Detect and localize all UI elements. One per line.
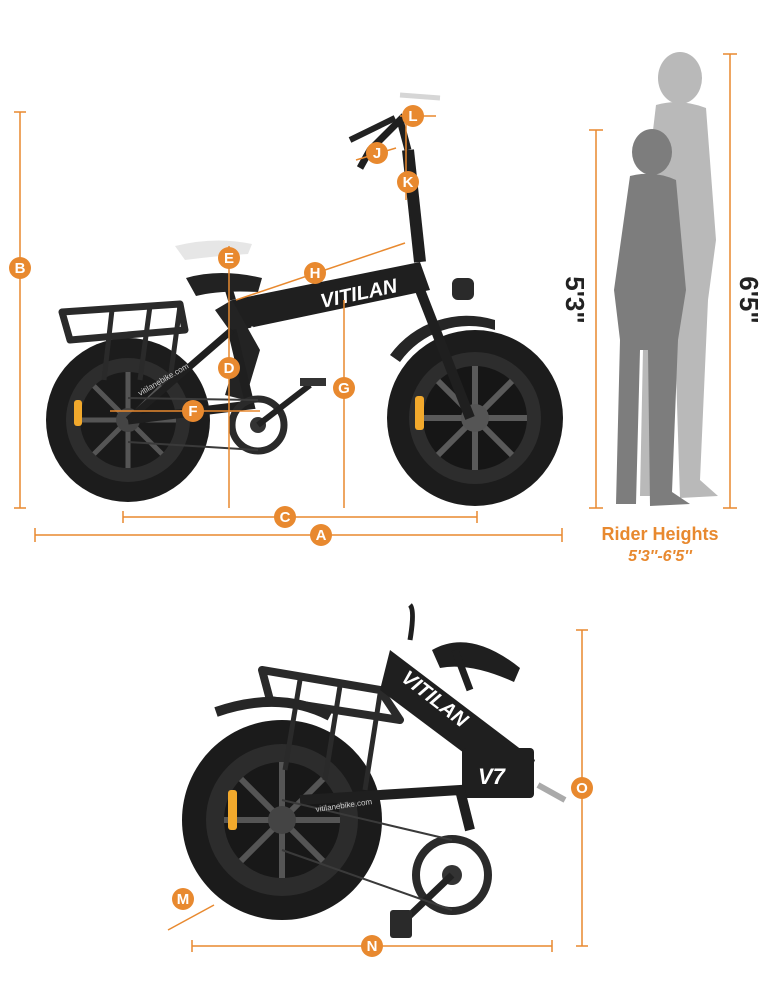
rear-rack xyxy=(58,300,189,381)
label-m-text: M xyxy=(177,891,190,908)
label-g: G xyxy=(333,377,355,399)
label-o-text: O xyxy=(576,780,588,797)
label-j-text: J xyxy=(373,145,381,162)
label-c-text: C xyxy=(280,509,291,526)
label-k-text: K xyxy=(403,174,414,191)
label-b: B xyxy=(9,257,31,279)
label-d-text: D xyxy=(224,360,235,377)
folded-frame-model-label: V7 xyxy=(478,764,507,789)
label-h: H xyxy=(304,262,326,284)
tall-height-label: 6'5" xyxy=(734,276,764,323)
folded-rack xyxy=(214,666,404,791)
folded-frame xyxy=(299,603,567,832)
drivetrain xyxy=(127,378,326,455)
folded-drivetrain xyxy=(281,799,492,938)
short-height-label: 5'3" xyxy=(560,276,590,323)
label-a-text: A xyxy=(316,527,327,544)
dimension-lines-unfolded xyxy=(14,110,563,542)
frame-model-label: V7 xyxy=(250,323,268,339)
front-wheel xyxy=(387,315,563,506)
seat-assembly xyxy=(175,240,262,302)
label-k: K xyxy=(397,171,419,193)
label-e: E xyxy=(218,247,240,269)
label-n-text: N xyxy=(367,938,378,955)
rider-heights-range: 5'3''-6'5'' xyxy=(628,548,692,565)
label-d: D xyxy=(218,357,240,379)
label-f: F xyxy=(182,400,204,422)
folded-bike: VITILAN V7 vitilanebike.com xyxy=(182,603,567,938)
label-l: L xyxy=(402,105,424,127)
unfolded-bike: VITILAN V7 vitilanebike.com xyxy=(46,92,563,506)
rider-heights-title: Rider Heights xyxy=(601,524,719,544)
label-l-text: L xyxy=(408,108,417,125)
label-a: A xyxy=(310,524,332,546)
label-n: N xyxy=(361,935,383,957)
label-g-text: G xyxy=(338,380,350,397)
bike-frame xyxy=(125,149,475,425)
short-rider-silhouette xyxy=(614,129,690,506)
rider-silhouettes: 5'3" 6'5" xyxy=(560,52,764,509)
folded-rear-wheel xyxy=(182,720,382,920)
label-h-text: H xyxy=(310,265,321,282)
label-o: O xyxy=(571,777,593,799)
label-m: M xyxy=(172,888,194,910)
label-j: J xyxy=(366,142,388,164)
label-b-text: B xyxy=(15,260,26,277)
handlebar xyxy=(348,92,441,170)
label-c: C xyxy=(274,506,296,528)
label-e-text: E xyxy=(224,250,234,267)
label-f-text: F xyxy=(188,403,197,420)
dimension-line-m xyxy=(167,904,215,931)
